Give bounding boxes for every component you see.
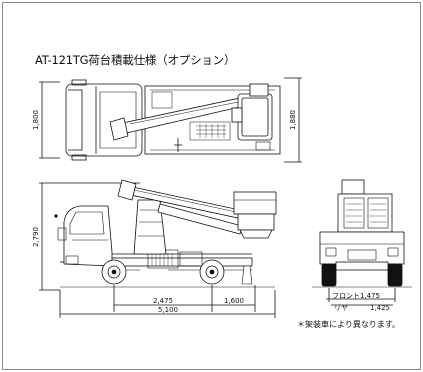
side-view xyxy=(39,179,277,291)
dim-front-track: フロント1,475 xyxy=(332,292,380,300)
dim-rear-track: 1,425 xyxy=(370,304,390,312)
top-view xyxy=(39,77,302,163)
dim-height: 2,790 xyxy=(32,227,40,247)
drawing-frame xyxy=(2,2,421,370)
footnote: ＊架装車により異なります。 xyxy=(297,320,401,329)
rear-view xyxy=(312,179,412,306)
dim-top-width-left: 1,800 xyxy=(32,110,40,130)
dim-rear-track-label: リヤ xyxy=(334,304,348,312)
dim-wheelbase: 2,475 xyxy=(153,297,173,305)
dim-rear-overhang: 1,600 xyxy=(224,297,244,305)
length-dimensions xyxy=(59,285,276,318)
page-title: AT-121TG荷台積載仕様（オプション） xyxy=(35,53,236,67)
dim-overall-length: 5,100 xyxy=(158,306,178,314)
dim-top-width-right: 1,880 xyxy=(289,110,297,130)
